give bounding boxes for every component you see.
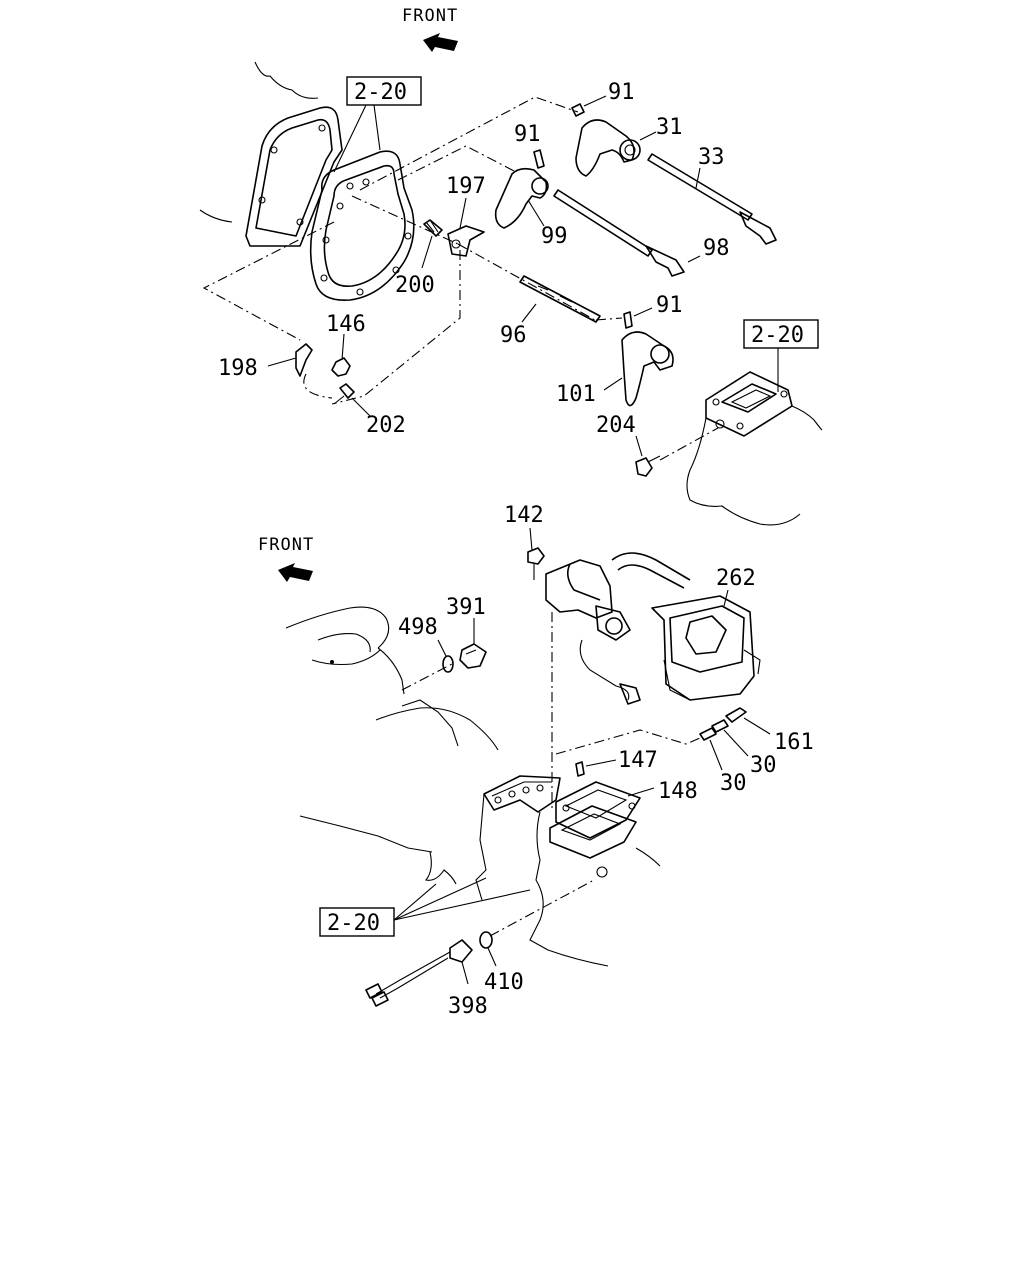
transmission-case-upper — [199, 61, 415, 301]
spring-200 — [421, 219, 443, 269]
sensor-398 — [365, 939, 473, 1007]
callout-91-top: 91 — [608, 80, 635, 105]
washer-498 — [437, 639, 454, 673]
pin-91-lower — [623, 307, 653, 329]
shift-rail-98 — [553, 189, 701, 277]
front-indicator-lower: FRONT — [258, 535, 314, 582]
callout-33: 33 — [698, 145, 725, 170]
assembly-guide-lines-lower — [401, 612, 701, 937]
callout-262: 262 — [716, 566, 756, 591]
shift-rail-33 — [647, 153, 777, 245]
callout-398: 398 — [448, 994, 488, 1019]
reference-box-upper-right: 2-20 — [743, 319, 819, 392]
callout-198: 198 — [218, 356, 258, 381]
callout-146: 146 — [326, 312, 366, 337]
bracket-198 — [267, 343, 333, 399]
pin-91-mid — [533, 149, 545, 169]
callout-161: 161 — [774, 730, 814, 755]
reference-box-upper-left: 2-20 — [333, 76, 422, 173]
callout-147: 147 — [618, 748, 658, 773]
shift-housing-262 — [545, 552, 761, 705]
bolt-146 — [331, 333, 351, 377]
callout-98: 98 — [703, 236, 730, 261]
reference-box-lower: 2-20 — [319, 877, 531, 937]
callout-204: 204 — [596, 413, 636, 438]
callout-197: 197 — [446, 174, 486, 199]
callout-30-b: 30 — [720, 771, 747, 796]
front-label-upper: FRONT — [402, 6, 458, 26]
front-indicator-upper: FRONT — [402, 6, 458, 52]
pin-91-top — [571, 95, 607, 117]
front-label-lower: FRONT — [258, 535, 314, 555]
callout-30-a: 30 — [750, 753, 777, 778]
callout-202: 202 — [366, 413, 406, 438]
front-arrow-lower-icon — [278, 563, 313, 582]
shift-fork-101 — [603, 331, 674, 407]
bolt-204 — [635, 435, 661, 477]
pin-147 — [575, 759, 617, 777]
assembly-guide-lines-upper — [202, 96, 623, 405]
transmission-case-lower — [285, 606, 661, 967]
callout-410: 410 — [484, 970, 524, 995]
callout-91-lower: 91 — [656, 293, 683, 318]
shift-fork-31 — [575, 119, 657, 177]
callout-142: 142 — [504, 503, 544, 528]
washer-410 — [479, 931, 497, 967]
callout-labels: 91 31 91 33 197 99 98 200 146 91 96 198 … — [218, 80, 814, 1019]
callout-96: 96 — [500, 323, 527, 348]
callout-99: 99 — [541, 224, 568, 249]
callout-101: 101 — [556, 382, 596, 407]
transmission-case-right — [659, 371, 823, 526]
ref-label-upper-left: 2-20 — [354, 80, 407, 105]
callout-391: 391 — [446, 595, 486, 620]
ref-label-upper-right: 2-20 — [751, 323, 804, 348]
gasket-148 — [555, 781, 655, 839]
bolt-202 — [333, 383, 371, 417]
callout-31: 31 — [656, 115, 683, 140]
callout-200: 200 — [395, 273, 435, 298]
bracket-197 — [447, 197, 485, 257]
callout-498: 498 — [398, 615, 438, 640]
front-arrow-upper-icon — [423, 33, 458, 52]
pin-30-a — [711, 719, 749, 757]
pin-161 — [725, 707, 771, 735]
ref-label-lower: 2-20 — [327, 911, 380, 936]
callout-91-mid: 91 — [514, 122, 541, 147]
callout-148: 148 — [658, 779, 698, 804]
shift-rail-96 — [519, 275, 601, 323]
bolt-142 — [527, 527, 545, 580]
switch-391 — [459, 618, 487, 669]
shift-fork-99 — [494, 167, 549, 229]
pin-30-b — [699, 727, 723, 771]
